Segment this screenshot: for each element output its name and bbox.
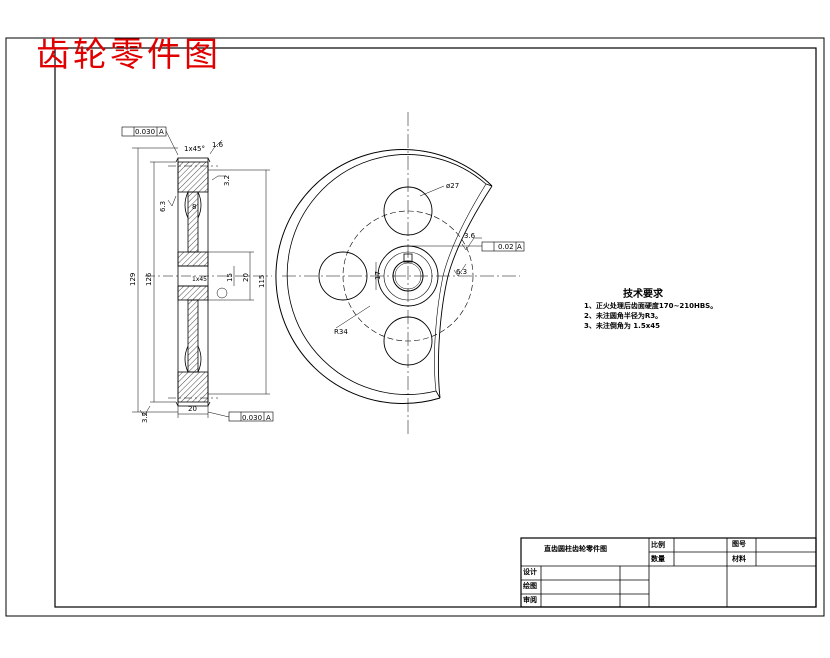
- tech-req-item-1: 1、正火处理后齿面硬度170~210HBS。: [584, 302, 718, 310]
- dimension-17: 17: [374, 271, 382, 280]
- dimension-126: 126: [145, 272, 153, 286]
- title-block: [520, 537, 817, 608]
- front-view: [275, 112, 525, 434]
- outer-frame: [5, 37, 825, 617]
- dimension-8: 8: [192, 203, 196, 211]
- title-block-quantity-label: 数量: [651, 555, 665, 563]
- runout-top-datum: A: [159, 128, 164, 136]
- symmetry-tolerance-value: 0.02: [498, 243, 514, 251]
- dimension-20-width: 20: [188, 405, 197, 413]
- radius-34: R34: [334, 328, 348, 336]
- roughness-32a: 3.2: [223, 175, 231, 186]
- title-block-drawing-name: 直齿圆柱齿轮零件图: [544, 545, 607, 553]
- title-block-material-label: 材料: [732, 555, 746, 563]
- dimension-20-bore: 20: [242, 273, 250, 282]
- dimension-129: 129: [129, 273, 137, 286]
- runout-top-value: 0.030: [135, 128, 155, 136]
- chamfer-label: 1x45°: [184, 145, 205, 153]
- symmetry-tolerance-datum: A: [517, 243, 522, 251]
- hole-diameter-27: ø27: [446, 182, 459, 190]
- dimension-115: 115: [258, 275, 266, 288]
- chamfer-small-label: 1x45: [192, 276, 207, 283]
- title-block-designer-label: 设计: [523, 568, 537, 576]
- title-block-reviewer-label: 审阅: [523, 596, 537, 604]
- roughness-32b: 3.2: [141, 412, 149, 423]
- page-title: 齿轮零件图: [36, 35, 221, 75]
- runout-bottom-value: 0.030: [242, 414, 262, 422]
- title-block-drafter-label: 绘图: [523, 582, 537, 590]
- inner-frame: [54, 47, 817, 608]
- title-block-drawing-no-label: 图号: [732, 540, 746, 548]
- section-view: [121, 126, 274, 422]
- runout-bottom-datum: A: [266, 414, 271, 422]
- roughness-63: 6.3: [159, 201, 167, 212]
- tech-req-heading: 技术要求: [623, 289, 663, 300]
- tech-req-item-3: 3、未注倒角为 1.5x45: [584, 322, 660, 330]
- tech-req-item-2: 2、未注圆角半径为R3。: [584, 312, 663, 320]
- roughness-16: 1.6: [212, 141, 224, 149]
- roughness-63b: 6.3: [456, 268, 467, 276]
- dimension-15: 15: [226, 273, 234, 282]
- title-block-scale-label: 比例: [651, 541, 665, 549]
- roughness-36: 3.6: [464, 232, 476, 240]
- dimension-labels: 0.030 A 0.030 A 1x45° 1.6 3.2 6.3 3.2 12…: [129, 128, 522, 423]
